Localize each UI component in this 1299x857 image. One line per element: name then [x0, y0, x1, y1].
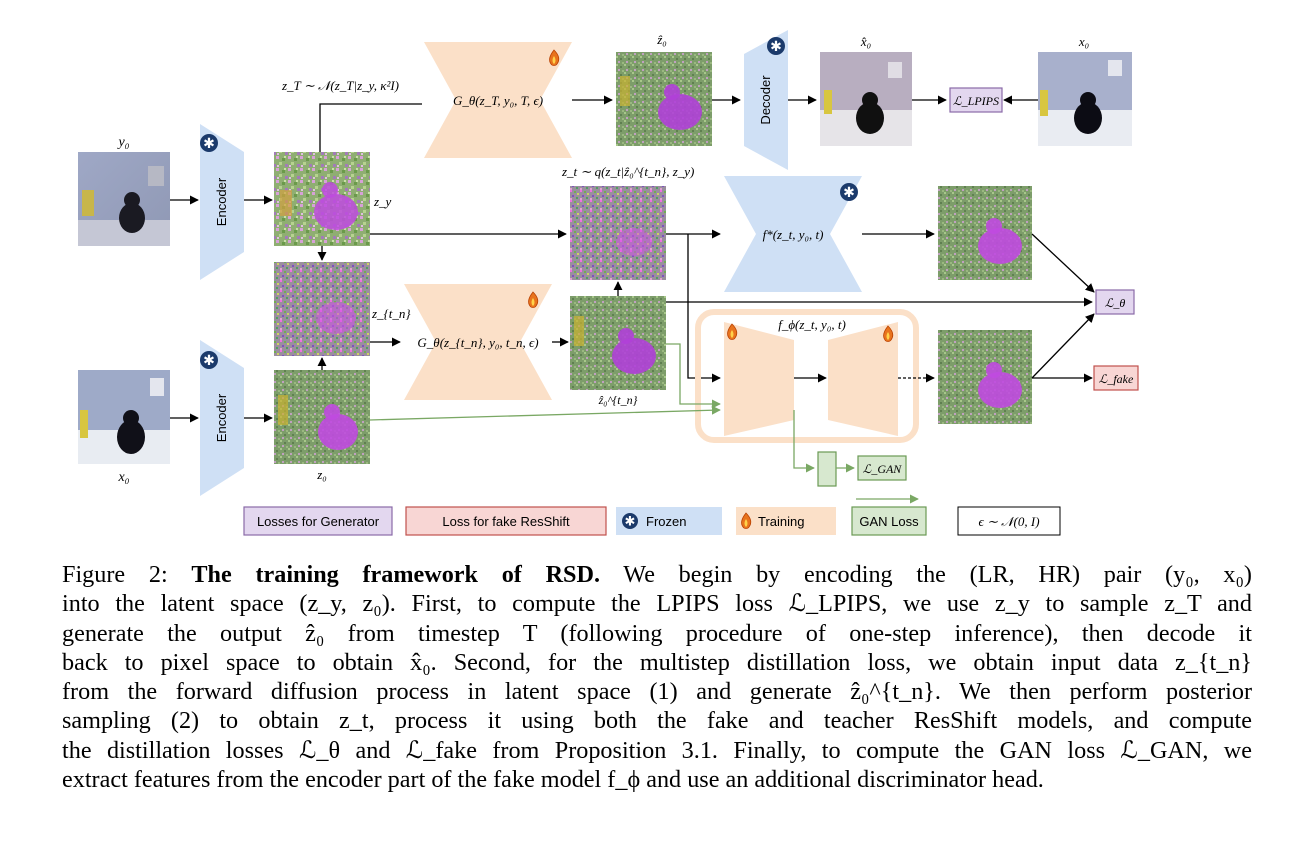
latent-z0: [274, 370, 370, 464]
loss-lpips-label: ℒ_LPIPS: [953, 94, 999, 108]
flame-icon: [741, 512, 752, 529]
legend-training-label: Training: [758, 514, 804, 529]
discriminator-head: [817, 451, 837, 487]
label-z0: z₀: [316, 467, 327, 482]
loss-fake-label: ℒ_fake: [1099, 372, 1134, 386]
caption-line: from the forward diffusion process in la…: [62, 678, 1252, 706]
output-image-x0-hat: [820, 52, 912, 146]
svg-text:✱: ✱: [770, 38, 782, 54]
legend-fake-loss-label: Loss for fake ResShift: [442, 514, 570, 529]
svg-text:✱: ✱: [843, 184, 855, 200]
latent-ztn: [274, 262, 370, 356]
legend-epsilon-label: ϵ ∼ 𝒩(0, I): [978, 514, 1039, 529]
latent-zy: [274, 152, 370, 246]
rsd-training-framework-diagram: y₀ x₀ Encoder ✱ Encoder ✱: [78, 30, 1139, 536]
caption-line: the distillation losses ℒ_θ and ℒ_fake f…: [62, 736, 1252, 764]
flame-icon: [883, 325, 894, 342]
legend-gan-loss-label: GAN Loss: [859, 514, 919, 529]
label-y0: y₀: [116, 135, 129, 150]
encoder-bottom-label: Encoder: [214, 393, 229, 442]
flame-icon: [549, 49, 560, 66]
caption-line: sampling (2) to obtain z_t, process it u…: [62, 707, 1252, 735]
snowflake-icon: ✱: [767, 37, 785, 55]
generator-top: G_θ(z_T, y₀, T, ϵ): [424, 42, 572, 158]
label-z0-hat-tn: ẑ₀^{t_n}: [598, 393, 638, 407]
fake-model-group: f_ϕ(z_t, y₀, t): [695, 309, 919, 443]
generator-bottom: G_θ(z_{t_n}, y₀, t_n, ϵ): [404, 284, 552, 400]
legend-epsilon: ϵ ∼ 𝒩(0, I): [957, 506, 1061, 536]
label-ztn: z_{t_n}: [371, 306, 411, 321]
legend-gan-loss: GAN Loss: [851, 494, 927, 536]
caption-line: back to pixel space to obtain x̂₀. Secon…: [62, 648, 1252, 676]
fake-model-encoder: [724, 322, 794, 436]
decoder-label: Decoder: [758, 75, 773, 125]
snowflake-icon: ✱: [622, 513, 638, 529]
latent-z0-hat: [616, 52, 712, 146]
teacher-output: [938, 186, 1032, 280]
legend-frozen-label: Frozen: [646, 514, 686, 529]
label-zT-sample: z_T ∼ 𝒩(z_T|z_y, κ²I): [281, 78, 399, 93]
generator-bottom-label: G_θ(z_{t_n}, y₀, t_n, ϵ): [417, 335, 538, 350]
caption-line: extract features from the encoder part o…: [62, 766, 1044, 794]
fake-output: [938, 330, 1032, 424]
decoder: Decoder: [744, 30, 788, 170]
caption-line-1: Figure 2: The training framework of RSD.…: [62, 560, 1252, 589]
label-zy: z_y: [373, 194, 392, 209]
fake-model-label: f_ϕ(z_t, y₀, t): [778, 317, 846, 332]
loss-fake-box: ℒ_fake: [1093, 365, 1139, 391]
encoder-top: Encoder: [200, 124, 244, 280]
snowflake-icon: ✱: [200, 351, 218, 369]
input-image-x0: [78, 370, 170, 464]
label-x0-hat: x̂₀: [860, 34, 871, 49]
caption-text: We begin by encoding the (LR, HR) pair (…: [623, 561, 1252, 588]
loss-lpips-box: ℒ_LPIPS: [949, 87, 1003, 113]
loss-theta-box: ℒ_θ: [1095, 289, 1135, 315]
svg-text:✱: ✱: [203, 352, 215, 368]
loss-gan-box: ℒ_GAN: [857, 455, 907, 481]
loss-gan-label: ℒ_GAN: [863, 462, 903, 476]
label-zt-sample: z_t ∼ q(z_t|ẑ₀^{t_n}, z_y): [561, 164, 694, 179]
legend-frozen: ✱ Frozen: [616, 507, 722, 535]
label-x0-input: x₀: [117, 470, 129, 485]
legend-fake-loss: Loss for fake ResShift: [405, 506, 607, 536]
snowflake-icon: ✱: [840, 183, 858, 201]
legend-generator-losses: Losses for Generator: [243, 506, 393, 536]
caption-line: generate the output ẑ₀ from timestep T (…: [62, 619, 1252, 647]
legend: Losses for Generator Loss for fake ResSh…: [243, 494, 1061, 536]
svg-text:✱: ✱: [625, 514, 636, 529]
caption-line: into the latent space (z_y, z₀). First, …: [62, 590, 1252, 618]
figure-caption: Figure 2: The training framework of RSD.…: [62, 560, 1252, 794]
encoder-top-label: Encoder: [214, 177, 229, 226]
label-z0-hat: ẑ₀: [656, 32, 667, 47]
encoder-bottom: Encoder: [200, 340, 244, 496]
legend-training: Training: [736, 507, 836, 535]
target-image-x0: [1038, 52, 1132, 146]
flame-icon: [528, 291, 539, 308]
caption-figure-label: Figure 2:: [62, 561, 168, 588]
snowflake-icon: ✱: [200, 134, 218, 152]
fake-model-decoder: [828, 322, 898, 436]
generator-top-label: G_θ(z_T, y₀, T, ϵ): [453, 93, 543, 108]
teacher-model-label: f*(z_t, y₀, t): [763, 227, 824, 242]
label-x0-target: x₀: [1078, 34, 1089, 49]
teacher-model: f*(z_t, y₀, t): [724, 176, 862, 292]
latent-z0-hat-tn: [570, 296, 666, 390]
legend-generator-losses-label: Losses for Generator: [257, 514, 380, 529]
latent-zt: [570, 186, 666, 280]
caption-title: The training framework of RSD.: [191, 561, 601, 588]
loss-theta-label: ℒ_θ: [1105, 296, 1126, 310]
svg-text:✱: ✱: [203, 135, 215, 151]
input-image-y0: [78, 152, 170, 246]
flame-icon: [727, 323, 738, 340]
